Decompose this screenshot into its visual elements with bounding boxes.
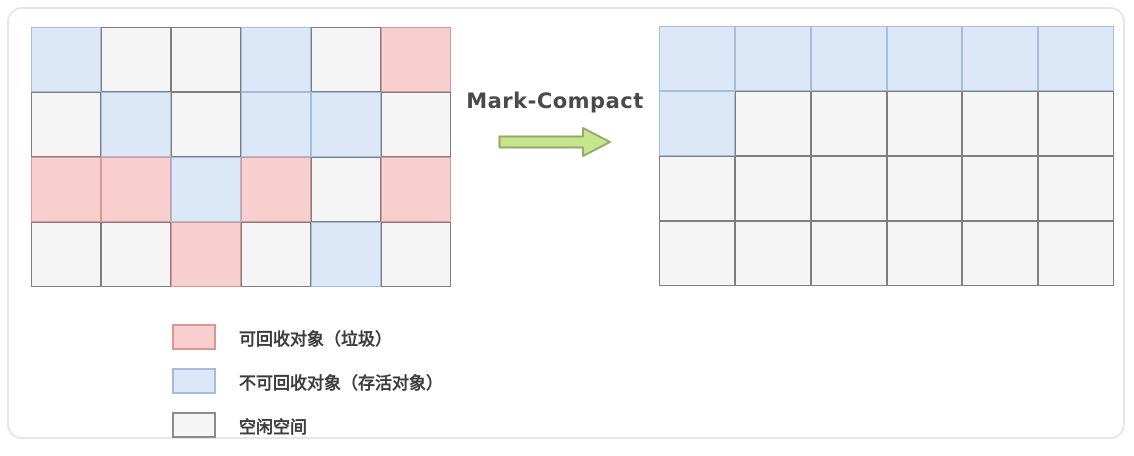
legend-row-free: 空闲空间 — [172, 412, 443, 438]
memory-cell-free — [962, 221, 1039, 286]
memory-cell-live — [659, 26, 735, 91]
memory-cell-free — [311, 27, 381, 92]
memory-cell-live — [886, 26, 963, 91]
memory-cell-free — [962, 91, 1039, 156]
memory-cell-free — [171, 27, 241, 92]
memory-cell-free — [734, 221, 811, 286]
memory-cell-live — [962, 26, 1039, 91]
legend-label-free: 空闲空间 — [239, 417, 307, 438]
legend-swatch-garbage — [172, 324, 216, 350]
memory-cell-free — [101, 27, 171, 92]
transition: Mark-Compact — [457, 89, 653, 158]
memory-cell-free — [886, 221, 963, 286]
legend-swatch-free — [172, 412, 216, 438]
memory-cell-garbage — [31, 157, 101, 222]
legend: 可回收对象（垃圾） 不可回收对象（存活对象） 空闲空间 — [172, 324, 443, 456]
memory-cell-live — [101, 92, 171, 157]
memory-cell-free — [810, 221, 887, 286]
memory-cell-live — [241, 27, 311, 92]
memory-cell-free — [810, 156, 887, 221]
legend-label-live: 不可回收对象（存活对象） — [239, 373, 443, 394]
memory-cell-free — [171, 92, 241, 157]
memory-cell-free — [101, 222, 171, 287]
arrow-right-icon — [498, 127, 611, 157]
memory-cell-live — [311, 222, 381, 287]
memory-cell-free — [1038, 91, 1114, 156]
memory-cell-free — [311, 157, 381, 222]
memory-cell-garbage — [101, 157, 171, 222]
memory-cell-live — [659, 91, 735, 156]
memory-cell-free — [734, 156, 811, 221]
memory-cell-live — [734, 26, 811, 91]
memory-cell-free — [734, 91, 811, 156]
legend-row-garbage: 可回收对象（垃圾） — [172, 324, 443, 350]
memory-cell-free — [886, 156, 963, 221]
memory-cell-free — [659, 221, 735, 286]
memory-cell-live — [311, 92, 381, 157]
memory-cell-free — [962, 156, 1039, 221]
memory-cell-free — [31, 92, 101, 157]
legend-swatch-live — [172, 368, 216, 394]
memory-cell-free — [241, 222, 311, 287]
memory-cell-free — [31, 222, 101, 287]
memory-cell-free — [381, 222, 451, 287]
memory-cell-free — [810, 91, 887, 156]
memory-cell-free — [886, 91, 963, 156]
transition-label: Mark-Compact — [466, 89, 644, 113]
legend-row-live: 不可回收对象（存活对象） — [172, 368, 443, 394]
memory-cell-free — [1038, 156, 1114, 221]
memory-cell-garbage — [241, 157, 311, 222]
memory-cell-live — [1038, 26, 1114, 91]
memory-cell-garbage — [171, 222, 241, 287]
memory-cell-free — [381, 92, 451, 157]
memory-cell-garbage — [381, 27, 451, 92]
memory-cell-live — [810, 26, 887, 91]
memory-cell-live — [241, 92, 311, 157]
memory-cell-garbage — [381, 157, 451, 222]
legend-label-garbage: 可回收对象（垃圾） — [239, 329, 392, 350]
arrow-wrap — [457, 126, 653, 158]
memory-grid-after — [659, 26, 1114, 286]
memory-grid-before — [31, 27, 451, 287]
memory-cell-live — [31, 27, 101, 92]
memory-cell-free — [659, 156, 735, 221]
memory-cell-free — [1038, 221, 1114, 286]
memory-cell-live — [171, 157, 241, 222]
diagram-card: Mark-Compact 可回收对象（垃圾） 不可回收对象（存活对象） 空闲空间 — [7, 7, 1125, 439]
